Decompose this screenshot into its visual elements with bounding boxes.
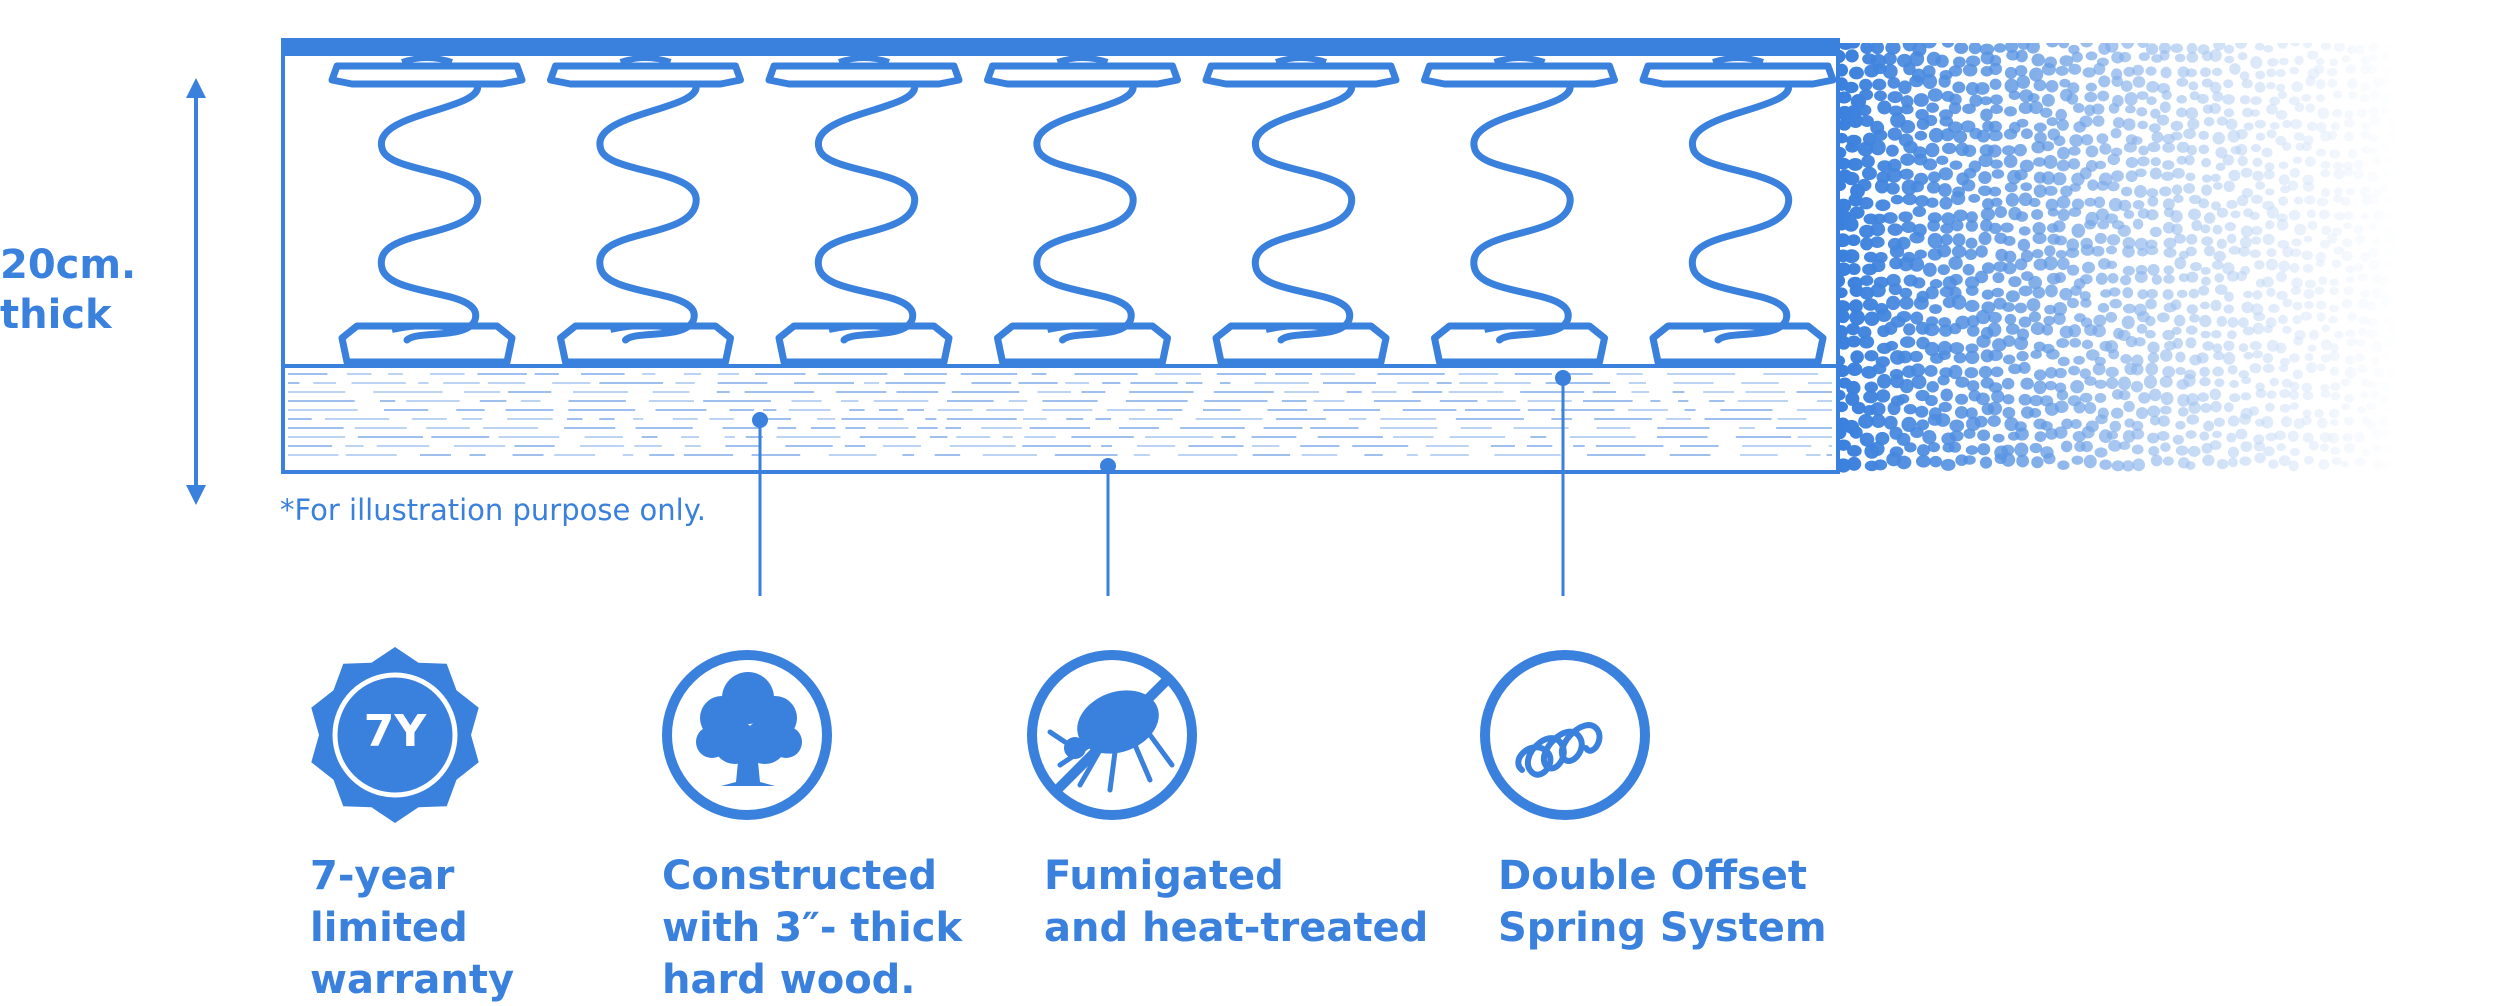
spring xyxy=(984,55,1181,366)
mattress-frame xyxy=(281,38,1840,474)
callout-lines xyxy=(752,370,1571,596)
feature-hardwood-label: Constructed with 3″- thick hard wood. xyxy=(662,853,963,1003)
spring xyxy=(1639,55,1837,366)
feature-spring-system-label: Double Offset Spring System xyxy=(1498,853,1827,951)
spring xyxy=(547,55,744,366)
spring xyxy=(328,55,526,366)
no-mite-icon xyxy=(1027,650,1197,820)
feature-fumigated-label: Fumigated and heat-treated xyxy=(1044,853,1429,951)
pocket-springs xyxy=(328,55,1837,366)
warranty-badge-text: 7Y xyxy=(363,706,427,757)
spring xyxy=(1421,55,1618,366)
thickness-label: 20cm. thick xyxy=(0,240,136,340)
illustration-note: *For illustration purpose only. xyxy=(280,493,706,527)
spring xyxy=(1202,55,1400,366)
feature-warranty-label: 7-year limited warranty xyxy=(310,853,515,1003)
spring-icon xyxy=(1480,650,1650,820)
foam-layer xyxy=(1838,40,2400,475)
thickness-word: thick xyxy=(0,292,112,338)
wood-base-layer xyxy=(283,364,1838,456)
warranty-badge-icon xyxy=(311,647,479,823)
tree-icon xyxy=(662,650,832,820)
thickness-value: 20cm. xyxy=(0,242,137,288)
thickness-arrow xyxy=(186,78,206,505)
spring xyxy=(765,55,963,366)
